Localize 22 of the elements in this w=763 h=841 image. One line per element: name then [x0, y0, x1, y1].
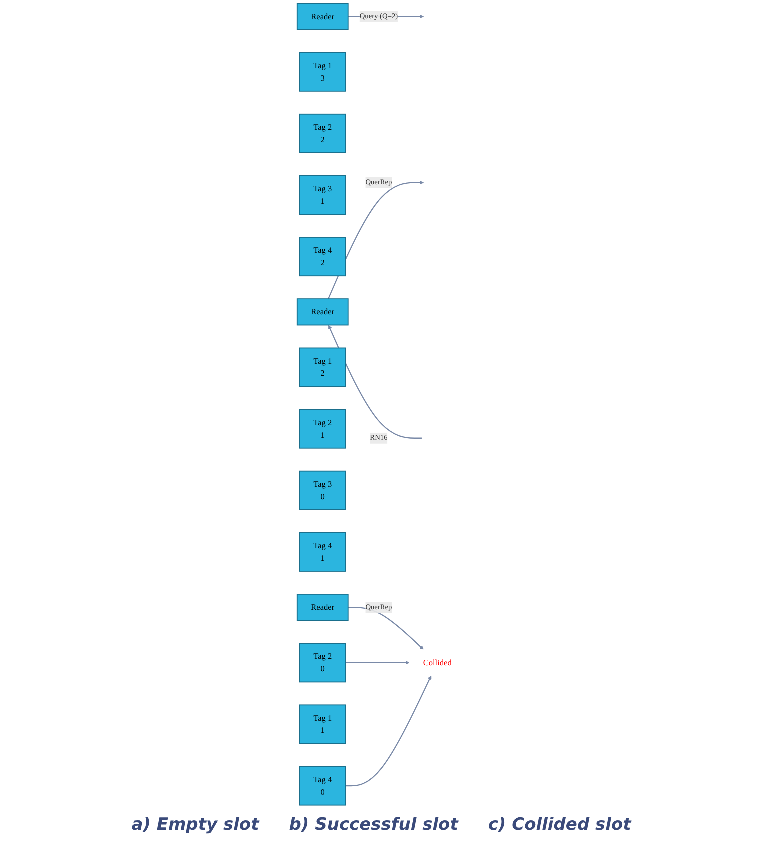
- node-box: Tag 3 0: [299, 470, 346, 510]
- node-box: Tag 2 0: [299, 643, 346, 683]
- panel-caption: a) Empty slot: [132, 815, 260, 835]
- node-box: Tag 4 0: [299, 766, 346, 806]
- node-box: Tag 4 1: [299, 532, 346, 572]
- node-box: Tag 2 2: [299, 114, 346, 154]
- node-box: Tag 1 3: [299, 52, 346, 92]
- arrow: [346, 660, 410, 665]
- node-box: Tag 1 2: [299, 348, 346, 388]
- arrow: [346, 676, 432, 787]
- node-box: Tag 2 1: [299, 409, 346, 449]
- panel-caption: b) Successful slot: [289, 815, 458, 835]
- panel-caption: c) Collided slot: [488, 815, 632, 835]
- node-box: Reader: [296, 3, 349, 30]
- node-box: Reader: [296, 594, 349, 622]
- node-text: Collided: [423, 658, 452, 668]
- node-box: Reader: [296, 298, 349, 326]
- arrow: [328, 180, 424, 300]
- node-box: Tag 3 1: [299, 175, 346, 215]
- node-box: Tag 1 1: [299, 704, 346, 744]
- arrow: [328, 325, 422, 439]
- node-box: Tag 4 2: [299, 237, 346, 277]
